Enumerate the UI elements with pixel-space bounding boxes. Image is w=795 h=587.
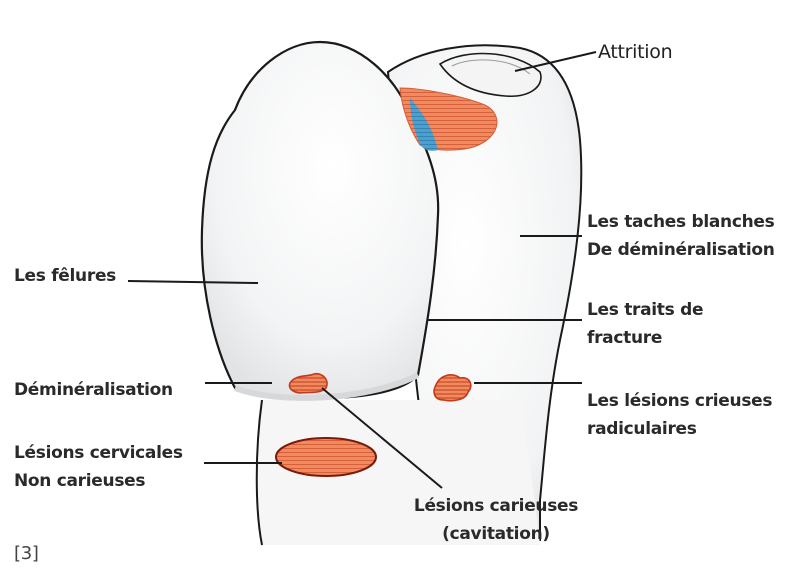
label-taches-line1: Les taches blanches	[587, 212, 775, 232]
label-traits-line1: Les traits de	[587, 300, 704, 320]
label-attrition: Attrition	[598, 38, 673, 66]
label-demineralisation-text: Déminéralisation	[14, 380, 173, 400]
label-felures-text: Les fêlures	[14, 266, 116, 286]
label-traits-fracture: Les traits de fracture	[587, 296, 703, 352]
label-traits-line2: fracture	[587, 328, 663, 348]
label-radiculaires-line2: radiculaires	[587, 419, 697, 439]
reference-number: [3]	[14, 540, 39, 568]
label-lesions-radiculaires: Les lésions crieuses radiculaires	[587, 387, 773, 443]
label-attrition-text: Attrition	[598, 41, 673, 63]
leader-felures	[127, 280, 259, 284]
cej-curve	[233, 372, 420, 401]
root-caries	[433, 374, 472, 402]
label-carieuses-line2: (cavitation)	[442, 524, 550, 544]
label-demineralisation: Déminéralisation	[14, 376, 173, 404]
label-carieuses-line1: Lésions carieuses	[413, 496, 579, 516]
root	[256, 400, 540, 545]
cervical-lesion	[275, 437, 377, 477]
label-cervicales-line2: Non carieuses	[14, 471, 146, 491]
reference-text: [3]	[14, 543, 39, 564]
mesial-crown	[200, 40, 440, 400]
attrition-facet	[438, 52, 542, 97]
leader-carieuses	[321, 387, 443, 489]
leader-attrition	[514, 51, 597, 72]
label-radiculaires-line1: Les lésions crieuses	[587, 391, 773, 411]
label-taches-blanches: Les taches blanches De déminéralisation	[587, 208, 775, 264]
label-lesions-carieuses: Lésions carieuses (cavitation)	[398, 492, 594, 548]
label-taches-line2: De déminéralisation	[587, 240, 775, 260]
label-felures: Les fêlures	[14, 262, 116, 290]
occlusal-caries-blue	[410, 98, 438, 151]
label-lesions-cervicales: Lésions cervicales Non carieuses	[14, 439, 183, 495]
label-cervicales-line1: Lésions cervicales	[14, 443, 183, 463]
root-outline-left	[255, 399, 263, 546]
demineralisation-spot	[288, 372, 328, 394]
